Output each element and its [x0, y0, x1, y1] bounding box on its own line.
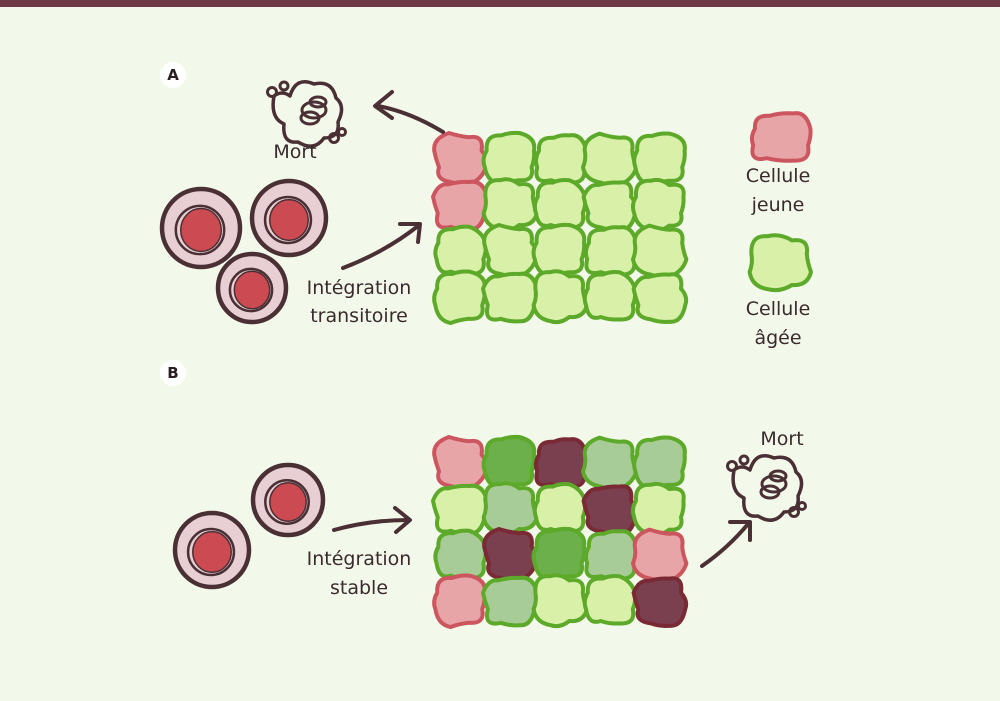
stem-cell-b1-nucleus [269, 482, 307, 522]
tissue-b-cell [583, 529, 639, 581]
tissue-b-cell [481, 481, 539, 537]
tissue-b-cell [432, 573, 487, 629]
tissue-a-cell [481, 130, 537, 187]
arrow-to-death-b-head [728, 520, 752, 542]
panel-a-integration-line2: transitoire [310, 305, 408, 327]
tissue-b-cell [433, 528, 488, 581]
dead-cell-b-fragment [759, 484, 781, 500]
tissue-a-cell [581, 131, 639, 188]
dead-cell-b-blebs [797, 501, 807, 511]
tissue-b-cell [431, 483, 490, 536]
tissue-a-cell [433, 224, 488, 277]
tissue-a-cell [532, 178, 588, 230]
arrow-integration-b-head [393, 506, 412, 534]
panel-b-integration-line1: Intégration [306, 548, 412, 570]
panel-b-death-label: Mort [760, 428, 804, 450]
dead-cell-a-blebs [328, 132, 340, 144]
tissue-a-cell [531, 269, 589, 325]
dead-cell-b-fragment [760, 474, 788, 494]
dead-cell-b-blebs [726, 460, 738, 472]
panel-a-death-label: Mort [273, 141, 317, 163]
tissue-b-cell [481, 575, 540, 628]
stem-cell-b1-ring [264, 479, 310, 525]
stem-cell-a2-nucleus [269, 198, 309, 242]
top-bar [0, 0, 1000, 7]
tissue-a-cell [531, 222, 587, 279]
tissue-b-cell [482, 527, 539, 583]
tissue-a-cell [631, 223, 689, 280]
arrow-integration-a-head [398, 222, 422, 244]
panel-b-badge: B [160, 360, 186, 386]
legend-young-line1: Cellule [745, 165, 811, 187]
tissue-b-cell [432, 435, 489, 491]
tissue-a-cell [431, 179, 490, 232]
tissue-b-cell [481, 434, 537, 491]
dead-cell-b-blebs [738, 454, 750, 466]
dead-cell-a-blebs [266, 86, 278, 98]
dead-cell-b [731, 454, 804, 522]
legend-old-cell [747, 233, 813, 293]
tissue-b-cell [582, 574, 638, 626]
stem-cell-a3-nucleus [233, 270, 271, 310]
panel-a-badge: A [160, 62, 186, 88]
stem-cell-b2-nucleus [192, 530, 232, 574]
stem-cell-a1-ring [174, 204, 226, 256]
tissue-b-cell [533, 437, 589, 489]
tissue-b-cell [531, 573, 589, 629]
dead-cell-b-fragment [768, 469, 788, 483]
stem-cell-a3-ring [228, 267, 274, 313]
tissue-a-cell [582, 270, 638, 322]
tissue-a-cell [632, 131, 687, 187]
tissue-a-cell [481, 177, 539, 233]
tissue-b-cell [630, 481, 686, 537]
arrow-integration-b [332, 518, 410, 532]
tissue-b-cell [581, 435, 639, 492]
panel-a-integration-line1: Intégration [306, 277, 412, 299]
dead-cell-a-fragment [299, 110, 321, 126]
tissue-b-cell [632, 435, 687, 491]
tissue-a-cell [630, 177, 686, 233]
tissue-a-cell [481, 271, 540, 324]
arrow-to-death-a-head [373, 90, 394, 120]
dead-cell-a-blebs [337, 127, 347, 137]
tissue-a-cell [583, 225, 639, 277]
legend-old-line2: âgée [754, 327, 802, 349]
tissue-a-cell [432, 131, 489, 187]
stem-cell-b2-ring [186, 527, 236, 577]
dead-cell-a-fragment [300, 100, 328, 120]
tissue-b-cell [581, 484, 639, 536]
dead-cell-a-fragment [308, 95, 328, 109]
dead-cell-b-blebs [788, 506, 800, 518]
arrow-to-death-b [700, 522, 750, 568]
tissue-a-cell [432, 269, 487, 325]
dead-cell-a [271, 80, 344, 148]
stem-cell-a1-nucleus [179, 207, 223, 253]
tissue-a-cell [581, 180, 639, 232]
tissue-a-cell [482, 223, 539, 279]
legend-young-cell [749, 111, 813, 163]
legend-young-line2: jeune [751, 194, 805, 216]
tissue-b-cell [631, 527, 689, 584]
legend-old-line1: Cellule [745, 298, 811, 320]
tissue-a-cell [533, 133, 589, 185]
arrow-to-death-a [376, 104, 445, 134]
tissue-a-cell [631, 272, 689, 324]
tissue-b-cell [631, 576, 689, 628]
stem-cell-a2-ring [263, 195, 313, 245]
panel-b-integration-line2: stable [329, 577, 389, 599]
tissue-b-cell [531, 526, 587, 583]
arrow-integration-a [341, 224, 420, 270]
dead-cell-a-blebs [278, 80, 290, 92]
tissue-b-cell [532, 482, 588, 534]
